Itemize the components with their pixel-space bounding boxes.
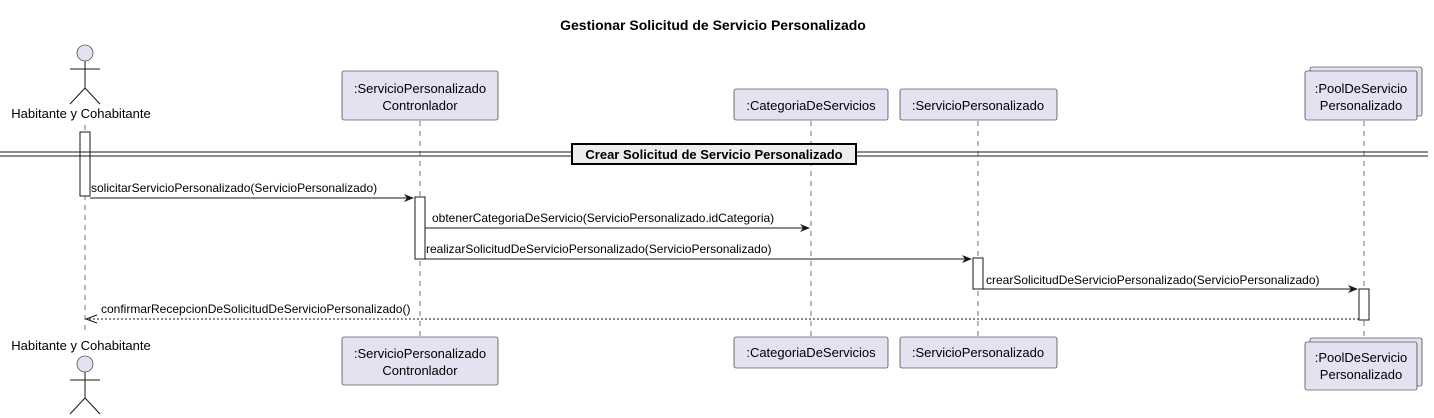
message-1-label: solicitarServicioPersonalizado(ServicioP… (91, 181, 377, 195)
message-2-label: obtenerCategoriaDeServicio(ServicioPerso… (432, 211, 774, 225)
participant-controller-bottom: :ServicioPersonalizado Contronlador (341, 336, 499, 386)
actor-top: Habitante y Cohabitante (11, 44, 151, 121)
pool-label-line2: Personalizado (1320, 98, 1402, 113)
participant-servicio-top: :ServicioPersonalizado (899, 88, 1058, 121)
separator-label: Crear Solicitud de Servicio Personalizad… (585, 147, 842, 162)
message-5: confirmarRecepcionDeSolicitudDeServicioP… (84, 302, 1359, 324)
actor-bottom: Habitante y Cohabitante (11, 338, 151, 415)
controller-label-line1-bottom: :ServicioPersonalizado (354, 346, 486, 361)
message-1: solicitarServicioPersonalizado(ServicioP… (90, 181, 414, 202)
actor-label-top: Habitante y Cohabitante (11, 106, 150, 121)
categoria-label: :CategoriaDeServicios (746, 98, 876, 113)
message-3-label: realizarSolicitudDeServicioPersonalizado… (426, 242, 772, 256)
message-3: realizarSolicitudDeServicioPersonalizado… (425, 242, 972, 263)
actor-label-bottom: Habitante y Cohabitante (11, 338, 150, 353)
controller-label-line2-bottom: Contronlador (382, 363, 458, 378)
participant-categoria-top: :CategoriaDeServicios (733, 88, 889, 121)
participant-servicio-bottom: :ServicioPersonalizado (899, 336, 1058, 369)
activation-pool (1358, 288, 1370, 321)
participant-pool-top: :PoolDeServicio Personalizado (1304, 66, 1423, 121)
message-2: obtenerCategoriaDeServicio(ServicioPerso… (425, 211, 810, 232)
activation-controller (414, 196, 426, 260)
participant-pool-bottom: :PoolDeServicio Personalizado (1304, 337, 1423, 391)
servicio-label-bottom: :ServicioPersonalizado (912, 345, 1044, 360)
separator: Crear Solicitud de Servicio Personalizad… (0, 143, 1428, 165)
controller-label-line1: :ServicioPersonalizado (354, 81, 486, 96)
pool-label-line1-bottom: :PoolDeServicio (1315, 350, 1408, 365)
message-5-label: confirmarRecepcionDeSolicitudDeServicioP… (101, 302, 410, 316)
pool-label-line2-bottom: Personalizado (1320, 367, 1402, 382)
pool-label-line1: :PoolDeServicio (1315, 81, 1408, 96)
diagram-title: Gestionar Solicitud de Servicio Personal… (560, 17, 866, 33)
categoria-label-bottom: :CategoriaDeServicios (746, 345, 876, 360)
actor-head-icon-bottom (76, 355, 94, 373)
message-4-label: crearSolicitudDeServicioPersonalizado(Se… (986, 273, 1320, 287)
servicio-label: :ServicioPersonalizado (912, 98, 1044, 113)
participant-controller-top: :ServicioPersonalizado Contronlador (341, 70, 499, 121)
controller-label-line2: Contronlador (382, 98, 458, 113)
activation-actor (79, 131, 91, 197)
participant-categoria-bottom: :CategoriaDeServicios (733, 336, 889, 369)
actor-head-icon (76, 44, 94, 62)
activation-servicio (972, 257, 984, 290)
message-4: crearSolicitudDeServicioPersonalizado(Se… (983, 273, 1358, 293)
